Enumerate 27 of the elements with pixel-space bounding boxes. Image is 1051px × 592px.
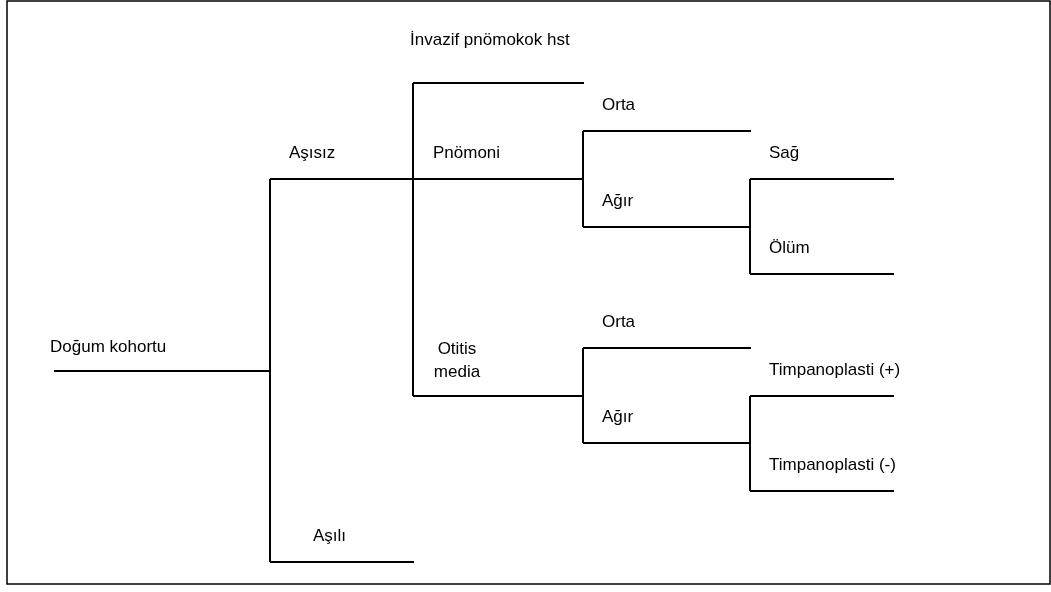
branch-label: İnvazif pnömokok hst [410, 30, 570, 50]
branch-label: Ölüm [769, 238, 810, 258]
tree-connector [269, 370, 271, 563]
branch-label: Otitis media [432, 338, 482, 383]
tree-connector [582, 130, 584, 180]
branch-label: Doğum kohortu [50, 337, 167, 357]
tree-connector [749, 226, 751, 275]
tree-connector [412, 178, 414, 397]
branch-label: Ağır [602, 191, 634, 211]
branch-line [413, 29, 584, 84]
branch-label: Pnömoni [433, 143, 501, 163]
branch-label: Orta [602, 95, 636, 115]
branch-label: Orta [602, 312, 636, 332]
branch-label: Timpanoplasti (-) [769, 455, 896, 475]
branch-label: Aşılı [313, 526, 347, 546]
branch-label: Timpanoplasti (+) [769, 360, 901, 380]
branch-label: Aşısız [289, 143, 336, 163]
tree-connector [412, 82, 414, 180]
branch-label: Ağır [602, 407, 634, 427]
tree-connector [582, 178, 584, 228]
tree-connector [582, 347, 584, 397]
tree-connector [749, 395, 751, 444]
branch-label: Sağ [769, 143, 800, 163]
tree-connector [582, 395, 584, 444]
tree-connector [269, 178, 271, 372]
tree-connector [749, 442, 751, 492]
tree-connector [749, 178, 751, 228]
